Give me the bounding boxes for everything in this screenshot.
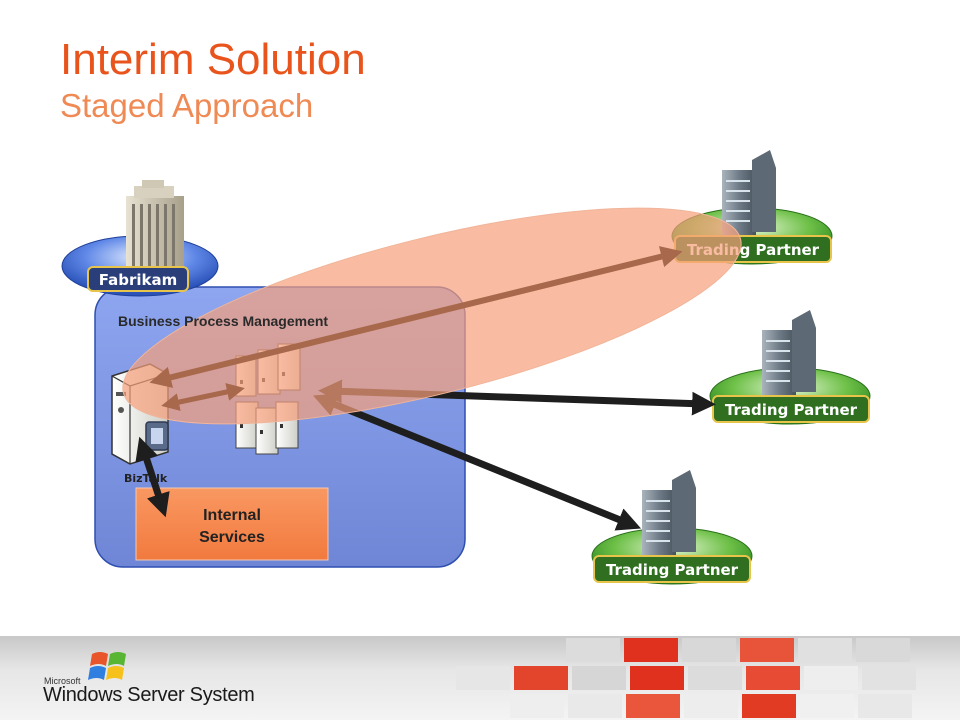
trading-partner-3-badge: Trading Partner (593, 555, 751, 583)
trading-partner-2-badge: Trading Partner (712, 395, 870, 423)
slide-subtitle: Staged Approach (60, 87, 314, 124)
windows-server-system-logo-text: Windows Server System (43, 684, 255, 706)
slide-title: Interim Solution (60, 35, 366, 84)
footer-tiles (88, 638, 916, 718)
windows-flag-icon (88, 652, 126, 680)
bpm-label: Business Process Management (118, 313, 328, 329)
fabrikam-label: Fabrikam (99, 271, 178, 289)
biztalk-label: BizTalk (124, 472, 168, 485)
footer-tile-pattern (456, 638, 916, 718)
connector-arrow-biztalk-servers (161, 383, 245, 411)
connector-arrow-internal-services (135, 436, 170, 518)
footer-bar: Microsoft Windows Server System (0, 636, 960, 720)
microsoft-brand-text: Microsoft (44, 676, 81, 686)
trading-partner-2-label: Trading Partner (725, 401, 858, 419)
connector-arrow-partner-1 (149, 246, 683, 388)
connector-arrow-partner-3 (312, 393, 642, 531)
fabrikam-badge: Fabrikam (87, 266, 189, 292)
internal-services-label-line1: Internal (203, 507, 261, 524)
trading-partner-3-label: Trading Partner (606, 561, 739, 579)
internal-services-label-line2: Services (199, 529, 265, 546)
internal-services-box (135, 487, 329, 561)
